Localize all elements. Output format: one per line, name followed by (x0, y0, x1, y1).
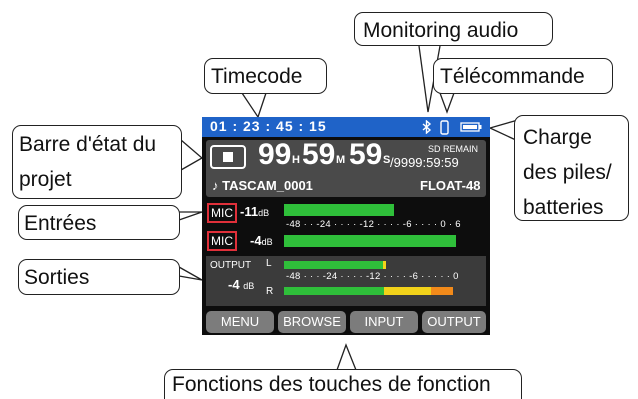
input-level-2-unit: dB (261, 237, 273, 247)
timecode-display: 01 : 23 : 45 : 15 (210, 118, 327, 134)
output-scale: -48 · · · -24 · · · · -12 · · · · -6 · ·… (286, 271, 459, 282)
battery-icon (460, 122, 482, 132)
callout-monitoring-label: Monitoring audio (363, 19, 519, 42)
remain-seconds: 59 (349, 138, 383, 171)
output-meter-r-orange (431, 287, 453, 295)
status-bar: 01 : 23 : 45 : 15 (202, 117, 490, 137)
seconds-unit: S (383, 154, 391, 166)
callout-project-status: Barre d'état du projet (12, 125, 182, 199)
output-channel-r: R (266, 286, 274, 297)
output-meter-l-peak (383, 261, 386, 269)
input-level-1: -11dB (240, 204, 269, 219)
input-source-1[interactable]: MIC (207, 203, 237, 223)
output-meter-l (284, 261, 384, 269)
remain-hours: 99 (258, 138, 292, 171)
project-name: ♪ TASCAM_0001 (212, 178, 313, 193)
output-label: OUTPUT (210, 260, 252, 271)
input-level-2: -4dB (250, 233, 273, 248)
softkey-input[interactable]: INPUT (350, 311, 418, 333)
input-row-2: MIC -4dB (202, 230, 490, 254)
output-channel-l: L (266, 258, 272, 269)
callout-timecode-label: Timecode (211, 65, 303, 88)
callout-outputs: Sorties (18, 259, 180, 295)
callout-function-keys-label: Fonctions des touches de fonction (172, 373, 491, 396)
stop-icon (210, 145, 246, 169)
softkey-menu[interactable]: MENU (206, 311, 274, 333)
output-meter-r-yellow (384, 287, 431, 295)
sd-remain-label: SD REMAIN (428, 144, 479, 154)
hours-unit: H (292, 154, 300, 166)
callout-telecommande-label: Télécommande (440, 65, 585, 88)
remain-minutes: 59 (302, 138, 336, 171)
output-level-unit: dB (243, 281, 255, 291)
input-meter-1 (284, 204, 394, 216)
input-row-1: MIC -11dB (202, 202, 490, 226)
callout-battery-line1: Charge (523, 126, 592, 149)
callout-battery: Charge des piles/ batteries (514, 115, 629, 221)
callout-battery-line3: batteries (523, 196, 604, 219)
callout-project-status-line1: Barre d'état du (19, 133, 157, 156)
sd-remain-time: /9999:59:59 (390, 155, 459, 170)
input-source-2[interactable]: MIC (207, 231, 237, 251)
callout-telecommande: Télécommande (433, 58, 613, 94)
callout-battery-line2: des piles/ (523, 161, 612, 184)
output-meter-r-green (284, 287, 384, 295)
input-scale: -48 · · -24 · · · · -12 · · · · -6 · · ·… (286, 219, 461, 230)
callout-inputs: Entrées (18, 205, 180, 240)
input-level-2-value: -4 (250, 233, 262, 248)
softkey-output[interactable]: OUTPUT (422, 311, 486, 333)
callout-project-status-line2: projet (19, 168, 72, 192)
callout-monitoring: Monitoring audio (354, 12, 553, 46)
output-level-value: -4 (228, 277, 240, 292)
project-status-panel: 99 H 59 M 59 S SD REMAIN /9999:59:59 ♪ T… (206, 138, 486, 197)
recording-format: FLOAT-48 (420, 178, 481, 193)
device-screen: 01 : 23 : 45 : 15 99 H 59 M 59 S SD REMA… (202, 117, 490, 335)
remote-icon (440, 120, 449, 135)
function-key-bar: MENU BROWSE INPUT OUTPUT (202, 309, 490, 335)
bluetooth-icon (422, 120, 432, 134)
callout-outputs-label: Sorties (24, 266, 90, 289)
output-panel: OUTPUT L R -4 dB -48 · · · -24 · · · · -… (206, 256, 486, 306)
callout-inputs-label: Entrées (24, 212, 97, 235)
input-meter-2 (284, 235, 456, 247)
output-level: -4 dB (228, 277, 254, 292)
softkey-browse[interactable]: BROWSE (278, 311, 346, 333)
callout-function-keys: Fonctions des touches de fonction (164, 369, 522, 399)
input-level-1-value: -11 (240, 204, 259, 219)
minutes-unit: M (336, 154, 346, 166)
input-level-1-unit: dB (258, 208, 270, 218)
callout-timecode: Timecode (204, 58, 327, 94)
